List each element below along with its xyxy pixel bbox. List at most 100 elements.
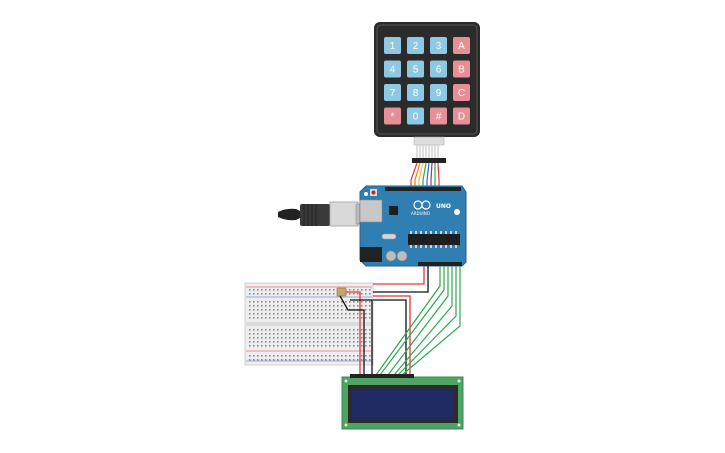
breadboard-hole (257, 341, 259, 343)
capacitor-2 (396, 250, 408, 262)
keypad-key-1[interactable] (384, 37, 401, 54)
breadboard-hole (265, 345, 267, 347)
breadboard-hole (301, 293, 303, 295)
breadboard-hole (261, 317, 263, 319)
keypad-key-7[interactable] (384, 84, 401, 101)
breadboard-hole (297, 345, 299, 347)
breadboard-hole (369, 345, 371, 347)
breadboard[interactable] (244, 282, 374, 366)
breadboard-hole (249, 359, 251, 361)
breadboard-hole (369, 301, 371, 303)
arduino-uno[interactable]: ARDUINO UNO (359, 185, 467, 267)
breadboard-hole (277, 355, 279, 357)
digital-header (385, 187, 461, 191)
breadboard-hole (353, 345, 355, 347)
breadboard-hole (269, 317, 271, 319)
lcd-display[interactable] (341, 374, 464, 430)
breadboard-hole (305, 313, 307, 315)
breadboard-hole (253, 341, 255, 343)
breadboard-hole (261, 359, 263, 361)
breadboard-hole (333, 337, 335, 339)
lcd-screen (352, 389, 454, 419)
breadboard-hole (313, 289, 315, 291)
keypad-key-a[interactable] (453, 37, 470, 54)
breadboard-hole (273, 333, 275, 335)
breadboard-hole (317, 317, 319, 319)
breadboard-hole (321, 293, 323, 295)
keypad-key-c[interactable] (453, 84, 470, 101)
breadboard-hole (301, 345, 303, 347)
breadboard-hole (369, 289, 371, 291)
breadboard-hole (277, 345, 279, 347)
breadboard-hole (305, 333, 307, 335)
breadboard-hole (337, 359, 339, 361)
power-wires[interactable] (339, 266, 429, 375)
breadboard-hole (349, 341, 351, 343)
breadboard-hole (353, 341, 355, 343)
breadboard-hole (289, 317, 291, 319)
breadboard-hole (285, 333, 287, 335)
breadboard-hole (333, 355, 335, 357)
breadboard-hole (261, 313, 263, 315)
keypad-key-5[interactable] (407, 60, 424, 78)
keypad-key-d[interactable] (453, 107, 470, 125)
breadboard-hole (337, 355, 339, 357)
breadboard-hole (273, 355, 275, 357)
breadboard-hole (369, 313, 371, 315)
breadboard-hole (321, 313, 323, 315)
analog-header (418, 262, 462, 266)
keypad-key-6[interactable] (430, 60, 447, 78)
breadboard-hole (353, 301, 355, 303)
breadboard-hole (305, 355, 307, 357)
breadboard-hole (277, 305, 279, 307)
breadboard-hole (293, 329, 295, 331)
breadboard-hole (273, 337, 275, 339)
breadboard-hole (305, 301, 307, 303)
keypad-key-8[interactable] (407, 84, 424, 101)
keypad-key-4[interactable] (384, 60, 401, 78)
breadboard-hole (277, 329, 279, 331)
breadboard-hole (349, 305, 351, 307)
keypad-key-hash[interactable] (430, 107, 447, 125)
breadboard-hole (261, 329, 263, 331)
breadboard-hole (309, 301, 311, 303)
keypad-key-3[interactable] (430, 37, 447, 54)
breadboard-hole (329, 293, 331, 295)
keypad-key-9[interactable] (430, 84, 447, 101)
lcd-data-wires[interactable] (375, 266, 461, 376)
breadboard-hole (309, 293, 311, 295)
keypad-key-star[interactable] (384, 107, 401, 125)
breadboard-hole (253, 337, 255, 339)
breadboard-hole (357, 305, 359, 307)
breadboard-hole (285, 341, 287, 343)
breadboard-hole (313, 309, 315, 311)
breadboard-hole (341, 355, 343, 357)
breadboard-hole (353, 355, 355, 357)
keypad-key-0[interactable] (407, 107, 424, 125)
breadboard-hole (297, 333, 299, 335)
breadboard-hole (289, 359, 291, 361)
keypad-key-label: B (458, 65, 465, 76)
breadboard-hole (313, 359, 315, 361)
breadboard-hole (337, 317, 339, 319)
lcd-pin-header (350, 374, 414, 378)
keypad-key-b[interactable] (453, 60, 470, 78)
keypad-key-label: 2 (413, 41, 419, 52)
breadboard-hole (261, 305, 263, 307)
breadboard-hole (349, 329, 351, 331)
breadboard-hole (293, 317, 295, 319)
keypad-key-2[interactable] (407, 37, 424, 54)
breadboard-hole (313, 329, 315, 331)
breadboard-hole (277, 289, 279, 291)
breadboard-hole (293, 345, 295, 347)
potentiometer[interactable] (336, 287, 347, 297)
breadboard-hole (293, 309, 295, 311)
breadboard-hole (369, 355, 371, 357)
breadboard-hole (249, 329, 251, 331)
breadboard-hole (301, 309, 303, 311)
breadboard-hole (297, 301, 299, 303)
breadboard-hole (325, 355, 327, 357)
breadboard-hole (321, 309, 323, 311)
breadboard-hole (273, 309, 275, 311)
